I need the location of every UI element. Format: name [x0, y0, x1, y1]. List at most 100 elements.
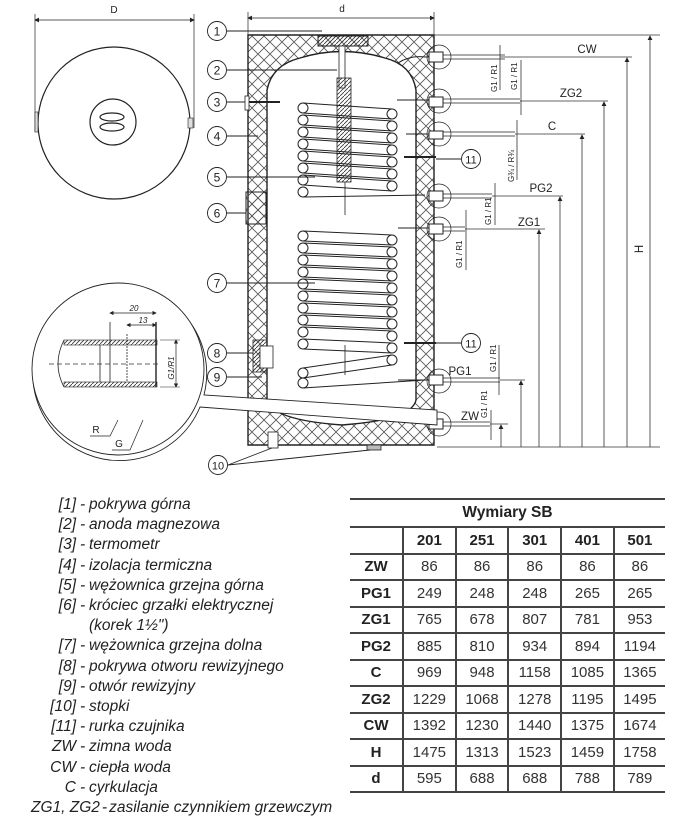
legend-separator: -: [80, 677, 86, 695]
column-header: 401: [560, 526, 614, 555]
thread-detail-view: 20 13 G1/R1 R G: [31, 282, 438, 461]
legend-item: [5]-wężownica grzejna górna: [0, 576, 340, 596]
legend-key: ZW: [51, 738, 76, 756]
legend-key: [5]: [58, 576, 76, 594]
legend-key: [8]: [58, 657, 76, 675]
legend-description: izolacja termiczna: [89, 556, 213, 574]
legend-item: [10]-stopki: [0, 697, 340, 717]
callout-11-upper: 11: [436, 149, 481, 169]
table-cell: 86: [507, 552, 562, 581]
table-cell: 1523: [507, 738, 562, 767]
legend-description: (korek 1½"): [89, 617, 169, 635]
svg-text:6: 6: [214, 207, 221, 221]
table-cell: 248: [454, 579, 509, 608]
svg-text:3: 3: [214, 96, 221, 110]
svg-text:4: 4: [214, 130, 221, 144]
table-title: Wymiary SB: [350, 498, 665, 528]
svg-text:1: 1: [214, 25, 221, 39]
legend-item: [4]-izolacja termiczna: [0, 556, 340, 576]
row-header: CW: [350, 711, 403, 740]
legend-key: CW: [50, 758, 76, 776]
legend-separator: -: [80, 718, 86, 736]
table-cell: 249: [402, 579, 456, 608]
legend-key: [1]: [58, 496, 76, 513]
legend-separator: -: [80, 556, 86, 574]
legend-description: stopki: [89, 698, 130, 715]
row-header: H: [350, 738, 403, 767]
table-cell: 953: [612, 605, 665, 634]
label-pg2: PG2: [529, 183, 552, 195]
legend-description: wężownica grzejna dolna: [89, 637, 263, 655]
table-cell: 1313: [454, 738, 509, 767]
label-zg2: ZG2: [560, 88, 582, 100]
column-header: 301: [507, 526, 562, 555]
label-cw: CW: [577, 44, 596, 56]
legend-item: [7]-wężownica grzejna dolna: [0, 636, 340, 656]
table-cell: 1365: [612, 658, 665, 687]
inspection-opening: [259, 345, 274, 369]
dimension-d-label: d: [339, 4, 345, 15]
row-header: ZG1: [350, 605, 403, 634]
callout-10: 10: [208, 447, 371, 475]
label-pg1: PG1: [448, 366, 471, 378]
legend-key: [3]: [58, 536, 76, 554]
lower-heating-coil: [297, 230, 426, 389]
technical-drawing: D d: [31, 4, 660, 475]
table-cell: 934: [507, 632, 562, 661]
callout-8: 8: [207, 343, 253, 363]
callout-2: 2: [207, 60, 337, 80]
legend-description: rurka czujnika: [89, 718, 185, 736]
table-corner-cell: [350, 526, 403, 555]
table-cell: 86: [402, 552, 456, 581]
legend-description: otwór rewizyjny: [89, 677, 195, 695]
connection-zg2: [397, 88, 520, 114]
detail-r-label: R: [92, 425, 99, 436]
table-cell: 1195: [560, 685, 614, 714]
legend-key: C: [64, 778, 76, 796]
table-cell: 1459: [560, 738, 614, 767]
svg-text:8: 8: [214, 347, 221, 361]
table-cell: 678: [454, 605, 509, 634]
table-cell: 948: [454, 658, 509, 687]
thread-label: G1 / R1: [489, 344, 498, 372]
svg-text:10: 10: [212, 461, 224, 473]
legend-key: [4]: [58, 556, 76, 574]
label-h: H: [634, 245, 646, 253]
legend-item: [11]-rurka czujnika: [0, 717, 340, 737]
detail-dim-20: 20: [129, 304, 139, 313]
legend-separator: -: [80, 597, 86, 614]
table-cell: 765: [402, 605, 456, 634]
legend-separator: -: [80, 778, 86, 796]
table-cell: 86: [454, 552, 509, 581]
legend-item: ZW-zimna woda: [0, 737, 340, 757]
legend-item: [8]-pokrywa otworu rewizyjnego: [0, 657, 340, 677]
callout-5: 5: [207, 167, 315, 187]
svg-text:9: 9: [214, 371, 221, 385]
legend-separator: -: [80, 738, 86, 756]
legend-item: [1]-pokrywa górna: [0, 495, 340, 515]
upper-heating-coil: [297, 102, 426, 198]
legend-description: króciec grzałki elektrycznej: [89, 597, 274, 614]
table-cell: 1068: [454, 685, 509, 714]
connection-pg2: [426, 183, 492, 209]
detail-thread-label: G1/R1: [167, 356, 176, 379]
table-cell: 1278: [507, 685, 562, 714]
table-cell: 688: [507, 764, 562, 793]
legend-item: CW-ciepła woda: [0, 758, 340, 778]
callout-3: 3: [207, 92, 245, 112]
legend-key: [9]: [58, 677, 76, 695]
table-cell: 1495: [612, 685, 665, 714]
table-cell: 688: [454, 764, 509, 793]
column-header: 201: [402, 526, 456, 555]
table-cell: 1085: [560, 658, 614, 687]
thread-labels: G1 / R1 G1 / R1 G¾ / R¾ G1 / R1 G1 / R1 …: [455, 62, 519, 418]
top-view: D: [34, 5, 195, 200]
row-header: PG2: [350, 632, 403, 661]
svg-text:5: 5: [214, 171, 221, 185]
callout-11-lower: 11: [436, 333, 481, 353]
